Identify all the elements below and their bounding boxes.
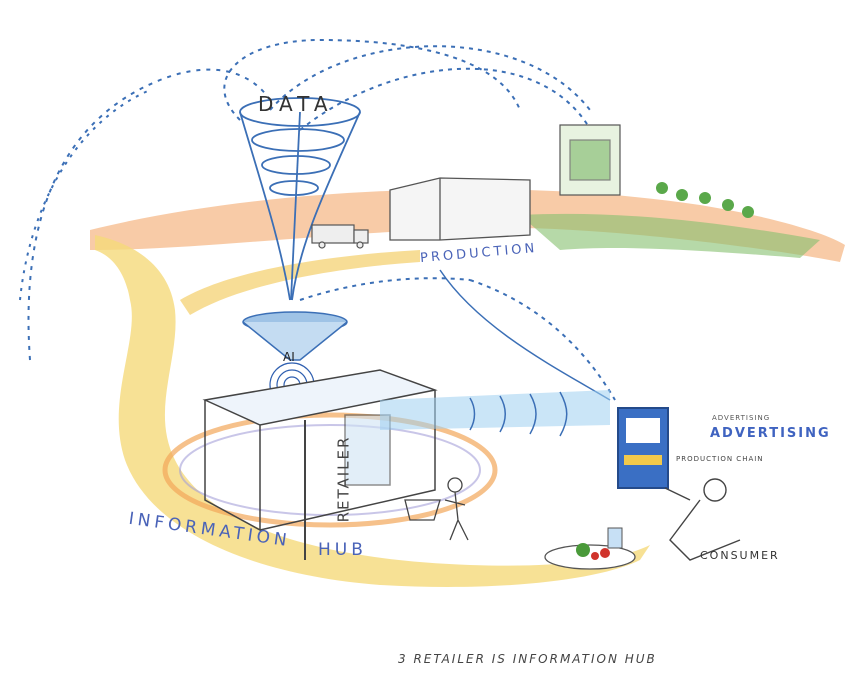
greenhouse bbox=[559, 124, 621, 196]
production-building bbox=[389, 177, 531, 241]
hub-orbit bbox=[162, 412, 498, 528]
retailer-building bbox=[202, 369, 438, 560]
consumer bbox=[664, 478, 741, 561]
ad-beam bbox=[380, 390, 610, 430]
advertising-screen[interactable] bbox=[617, 407, 669, 489]
data-funnel bbox=[239, 97, 361, 301]
consumer-label: CONSUMER bbox=[700, 549, 780, 562]
shopper bbox=[404, 477, 469, 541]
road-curve bbox=[95, 235, 650, 588]
advertising-small-label: ADVERTISING bbox=[712, 414, 771, 422]
data-arcs bbox=[19, 38, 616, 401]
truck bbox=[311, 224, 369, 249]
production-chain-label: PRODUCTION CHAIN bbox=[676, 455, 764, 463]
road-inner bbox=[180, 250, 420, 315]
trees bbox=[656, 182, 754, 218]
plate bbox=[544, 527, 636, 570]
ai-label: AI bbox=[283, 350, 295, 364]
ai-funnel bbox=[242, 311, 348, 361]
data-label: DATA bbox=[258, 92, 334, 116]
retailer-label: RETAILER bbox=[334, 435, 353, 523]
hub-label: HUB bbox=[318, 540, 367, 560]
signal-rings bbox=[469, 391, 568, 437]
field-stripes bbox=[520, 213, 820, 258]
figure-caption: 3 RETAILER IS INFORMATION HUB bbox=[398, 652, 657, 666]
hub-orbit-inner bbox=[179, 424, 481, 516]
advertising-label: ADVERTISING bbox=[710, 426, 831, 441]
